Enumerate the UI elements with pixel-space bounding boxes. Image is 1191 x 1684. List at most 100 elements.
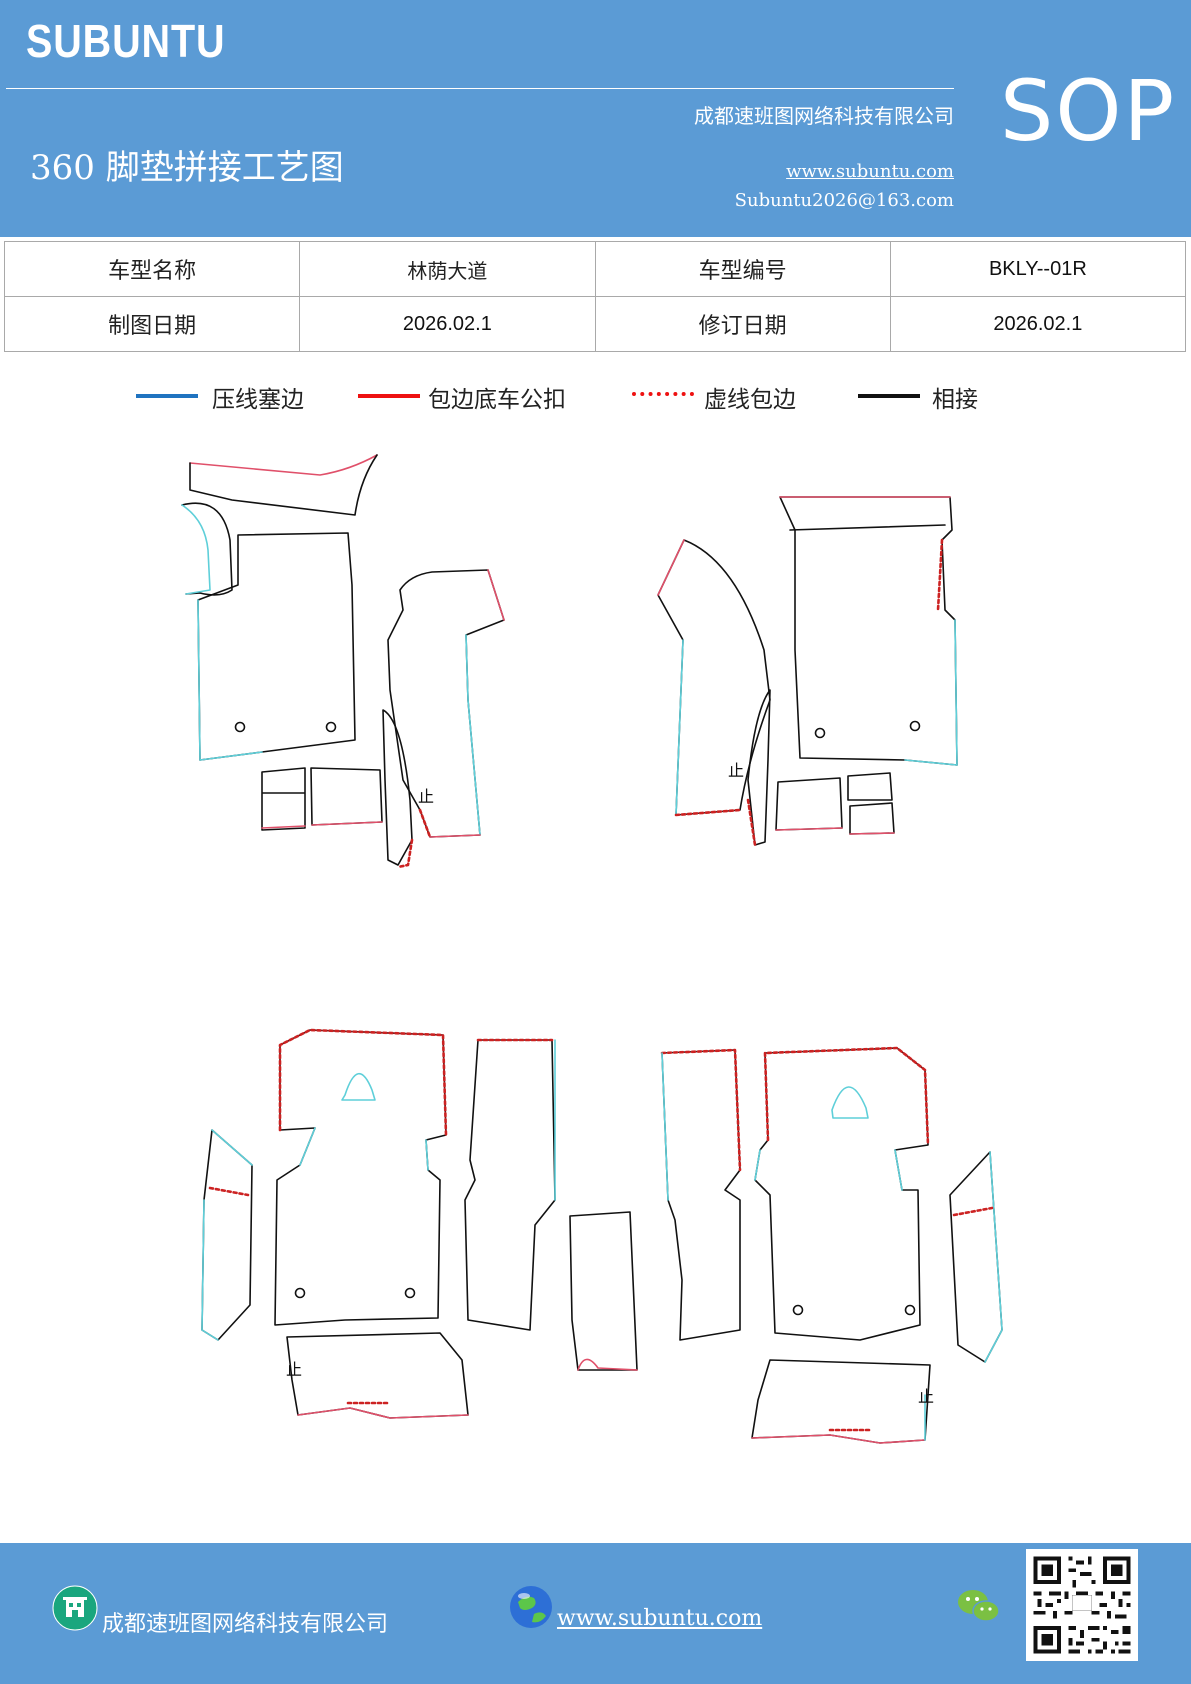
model-name-label: 车型名称 — [3, 241, 301, 297]
mat-edge — [201, 1129, 253, 1341]
mat-edge — [387, 569, 505, 838]
mat-edge — [675, 639, 684, 816]
mat-hole — [234, 721, 246, 733]
mat-edge — [278, 1028, 448, 1137]
mat-edge — [747, 689, 771, 846]
stop-mark: 止 — [286, 1360, 302, 1379]
mat-hole — [909, 720, 921, 732]
mat-edge — [286, 1332, 469, 1419]
mat-edge — [310, 767, 383, 826]
qr-code — [1026, 1549, 1138, 1661]
stop-mark: 止 — [728, 761, 744, 780]
mat-hole — [904, 1304, 916, 1316]
legend-swatch — [858, 394, 920, 398]
legend-swatch — [632, 392, 694, 396]
model-code-label: 车型编号 — [594, 241, 891, 297]
mat-edge — [763, 1046, 930, 1147]
mat-edge — [261, 825, 306, 829]
mat-edge — [779, 496, 958, 766]
mat-edge — [746, 798, 757, 847]
mat-edge — [847, 772, 893, 801]
mat-edge — [465, 634, 481, 836]
mat-edge — [661, 1052, 669, 1201]
mat-edge — [674, 808, 742, 817]
model-code-value: BKLY--01R — [889, 241, 1187, 297]
mat-edge — [831, 1086, 869, 1119]
mat-edge — [429, 834, 481, 838]
mat-edge — [464, 1039, 556, 1331]
mat-edge — [754, 1149, 903, 1191]
mat-edge — [577, 1358, 638, 1371]
stop-mark: 止 — [418, 787, 434, 806]
mat-hole — [792, 1304, 804, 1316]
mat-edge — [849, 832, 895, 835]
vehicle-info-table: 车型名称 林荫大道 车型编号 BKLY--01R 制图日期 2026.02.1 … — [3, 241, 1187, 352]
brand-logo: SUBUNTU — [26, 15, 226, 67]
mat-edge — [396, 838, 414, 869]
mat-edge — [181, 504, 211, 595]
globe-icon — [510, 1586, 552, 1628]
mat-edge — [297, 1407, 469, 1419]
mat-edge — [569, 1211, 638, 1371]
mat-edge — [657, 539, 685, 596]
mat-edge — [660, 1048, 742, 1172]
mat-edge — [657, 539, 771, 816]
revise-date-value: 2026.02.1 — [889, 296, 1187, 352]
header-email[interactable]: Subuntu2026@163.com — [734, 190, 954, 211]
mat-hole — [325, 721, 337, 733]
mat-edge — [208, 1186, 250, 1197]
wechat-icon[interactable] — [956, 1586, 1002, 1626]
rear-right-mats: 止 — [660, 1046, 1003, 1444]
draw-date-value: 2026.02.1 — [299, 296, 596, 352]
header-website-link[interactable]: www.subuntu.com — [786, 161, 954, 182]
mat-edge — [261, 767, 306, 831]
stop-mark: 止 — [918, 1387, 934, 1406]
legend-label: 相接 — [932, 387, 978, 413]
mat-edge — [904, 619, 958, 766]
sop-label: SOP — [1000, 62, 1177, 160]
footer-website-link[interactable]: www.subuntu.com — [557, 1606, 763, 1631]
mat-edge — [299, 1127, 429, 1171]
mat-edge — [181, 502, 233, 596]
mat-edge — [201, 1129, 253, 1341]
mat-edge — [775, 827, 843, 831]
legend-label: 压线塞边 — [212, 387, 304, 413]
mat-edge — [789, 524, 946, 531]
mat-edge — [952, 1206, 994, 1217]
document-title: 360 脚垫拼接工艺图 — [30, 148, 344, 188]
mat-edge — [197, 532, 356, 761]
legend-label: 包边底车公扣 — [428, 387, 566, 413]
building-icon — [52, 1585, 98, 1631]
mat-edge — [341, 1072, 376, 1101]
mat-edge — [949, 1151, 1003, 1363]
rear-left-mats: 止 — [201, 1028, 556, 1419]
driver-side-mats: 止 — [181, 454, 505, 869]
draw-date-label: 制图日期 — [3, 296, 301, 352]
mat-edge — [418, 808, 432, 839]
revise-date-label: 修订日期 — [594, 296, 891, 352]
mat-edge — [382, 709, 413, 866]
mat-hole — [294, 1287, 306, 1299]
legend-swatch — [136, 394, 198, 398]
mat-edge — [189, 454, 378, 476]
model-name-value: 林荫大道 — [299, 241, 596, 297]
mat-edge — [189, 454, 378, 516]
mat-hole — [404, 1287, 416, 1299]
floor-mat-diagram: 止 止 — [181, 454, 1003, 1444]
mat-edge — [311, 821, 383, 826]
footer-company: 成都速班图网络科技有限公司 — [102, 1612, 389, 1637]
mat-edge — [936, 538, 944, 612]
passenger-side-mats: 止 — [657, 496, 958, 847]
mat-edge — [775, 777, 843, 831]
header-company: 成都速班图网络科技有限公司 — [694, 104, 954, 128]
mat-edge — [274, 1029, 447, 1326]
mat-edge — [661, 1049, 741, 1341]
header-divider — [6, 88, 954, 89]
legend-label: 虚线包边 — [704, 387, 796, 413]
legend-swatch — [358, 394, 420, 398]
header-banner: SUBUNTU 成都速班图网络科技有限公司 360 脚垫拼接工艺图 www.su… — [0, 0, 1191, 237]
mat-edge — [849, 802, 895, 835]
mat-edge — [984, 1151, 1003, 1363]
center-tunnel-mat — [569, 1211, 638, 1371]
table-row: 车型名称 林荫大道 车型编号 BKLY--01R — [3, 241, 1187, 297]
